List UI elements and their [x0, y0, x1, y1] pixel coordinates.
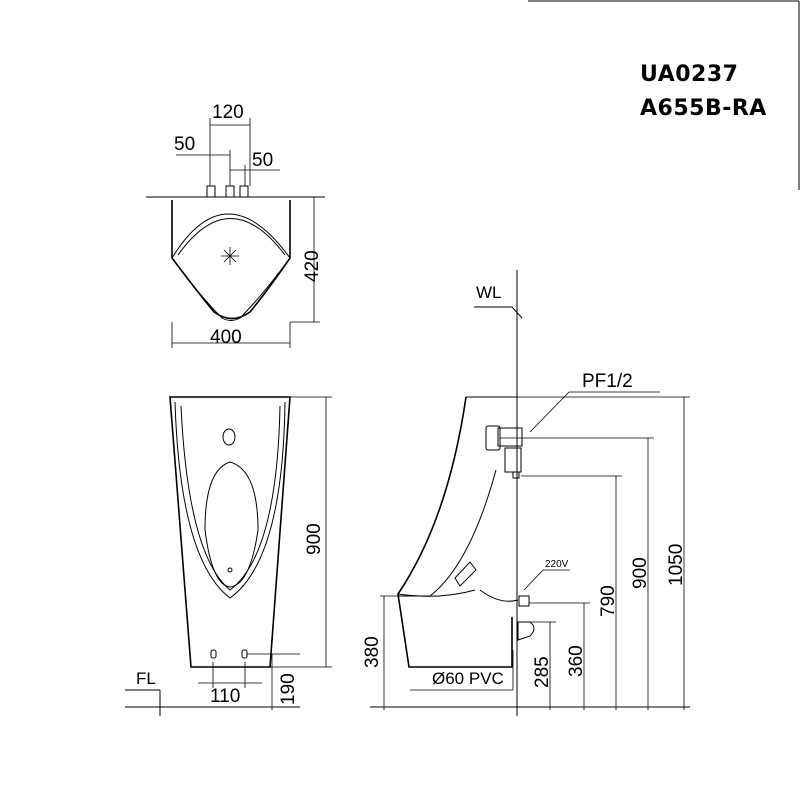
dim-hole-height-190: 190 — [278, 673, 299, 705]
dim-285: 285 — [532, 656, 553, 688]
supply-pipe-label: PF1/2 — [582, 371, 633, 392]
dim-depth-420: 420 — [302, 250, 323, 282]
floor-line-label: FL — [136, 669, 156, 688]
side-view: WL 220V PF1/2 Ø60 PVC 380 — [362, 270, 690, 716]
top-view: 120 50 50 420 400 — [146, 102, 325, 348]
drain-pipe-label: Ø60 PVC — [432, 669, 504, 688]
dim-hole-spacing-110: 110 — [210, 686, 240, 707]
dim-1050: 1050 — [666, 544, 687, 586]
frame-corner — [528, 0, 800, 190]
dim-360: 360 — [566, 645, 587, 677]
dim-width-400: 400 — [210, 327, 242, 348]
wall-line-label: WL — [476, 283, 502, 302]
power-label: 220V — [545, 559, 569, 570]
dim-900: 900 — [630, 557, 651, 589]
dim-height-900: 900 — [304, 523, 325, 555]
dim-790: 790 — [598, 585, 619, 617]
dim-offset-right-50: 50 — [252, 150, 273, 171]
model-code-primary: UA0237 — [640, 62, 739, 87]
dim-offset-left-50: 50 — [174, 134, 195, 155]
front-view: FL 900 190 110 — [125, 396, 332, 716]
dim-380: 380 — [362, 636, 383, 668]
spray-nozzle-icon — [221, 247, 239, 265]
dim-spacing-120: 120 — [212, 102, 244, 123]
model-code-secondary: A655B-RA — [640, 96, 767, 121]
